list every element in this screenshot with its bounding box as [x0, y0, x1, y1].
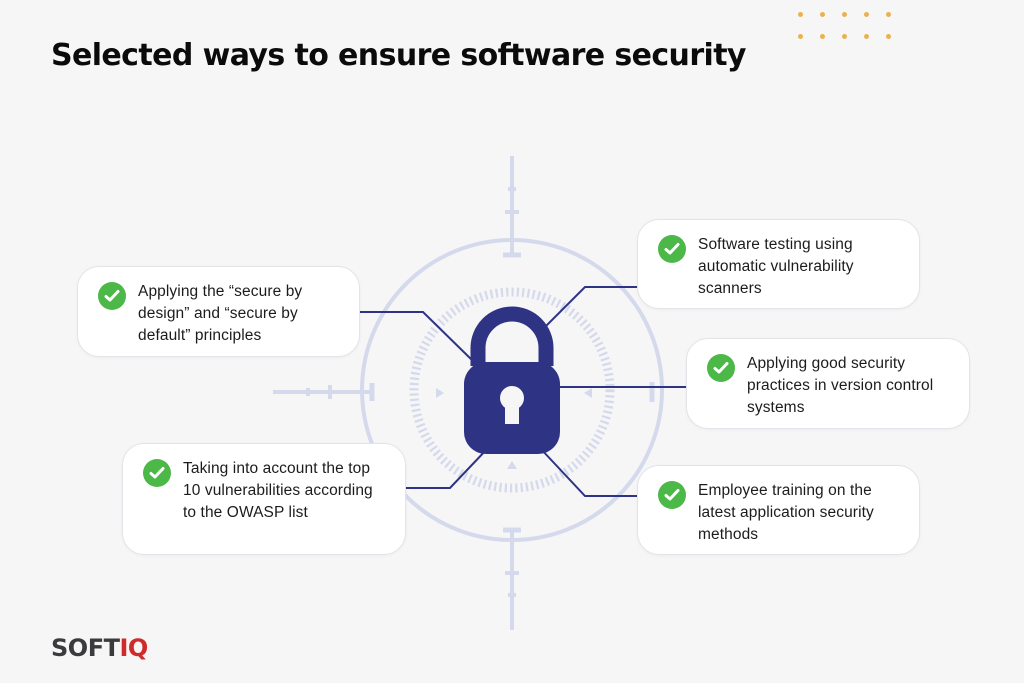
check-circle-icon: [143, 459, 171, 487]
dot-icon: [820, 34, 825, 39]
arrow-marker-icon: [436, 388, 592, 469]
logo-text-soft: SOFT: [51, 634, 120, 662]
page-title: Selected ways to ensure software securit…: [51, 38, 746, 73]
logo-text-iq: IQ: [119, 634, 148, 662]
dot-icon: [798, 34, 803, 39]
dot-icon: [864, 34, 869, 39]
check-circle-icon: [707, 354, 735, 382]
item-card-vulnerability-scanners: Software testing using automatic vulnera…: [637, 219, 920, 309]
item-label: Applying good security practices in vers…: [747, 355, 934, 416]
check-circle-icon: [98, 282, 126, 310]
connector-lines: [360, 286, 686, 497]
item-card-owasp-top10: Taking into account the top 10 vulnerabi…: [122, 443, 406, 555]
crosshair-target-icon: [273, 156, 664, 630]
item-label: Software testing using automatic vulnera…: [698, 236, 854, 297]
item-card-employee-training: Employee training on the latest applicat…: [637, 465, 920, 555]
decorative-dot-grid: [798, 12, 891, 39]
dot-icon: [886, 34, 891, 39]
padlock-icon: [464, 306, 560, 454]
item-card-version-control: Applying good security practices in vers…: [686, 338, 970, 429]
item-label: Employee training on the latest applicat…: [698, 482, 874, 543]
dot-icon: [798, 12, 803, 17]
check-circle-icon: [658, 481, 686, 509]
dot-icon: [842, 34, 847, 39]
item-label: Taking into account the top 10 vulnerabi…: [183, 460, 373, 521]
check-circle-icon: [658, 235, 686, 263]
dot-icon: [886, 12, 891, 17]
dot-icon: [820, 12, 825, 17]
item-label: Applying the “secure by design” and “sec…: [138, 283, 303, 344]
item-card-secure-by-design: Applying the “secure by design” and “sec…: [77, 266, 360, 357]
dot-icon: [864, 12, 869, 17]
dot-icon: [842, 12, 847, 17]
softiq-logo: SOFTIQ: [51, 634, 148, 662]
